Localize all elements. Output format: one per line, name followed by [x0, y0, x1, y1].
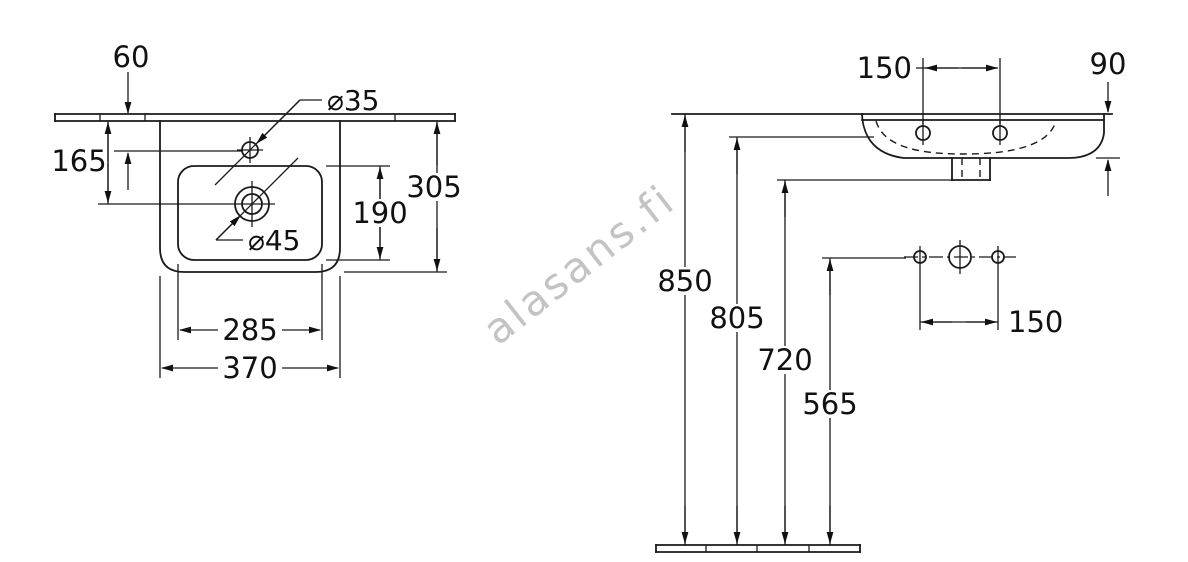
top-view: 60 165 ⌀35 ⌀45: [51, 40, 463, 385]
dim-apron-height: 805: [708, 136, 874, 545]
leader-faucet-diameter: ⌀35: [214, 84, 380, 186]
bowl-outline: [177, 165, 323, 261]
dim-label-720: 720: [757, 343, 812, 377]
dia-label-35: ⌀35: [327, 84, 380, 117]
drain-hole: [229, 181, 275, 227]
dim-label-285: 285: [222, 313, 277, 347]
basin-outline: [159, 120, 341, 273]
dim-label-150-top: 150: [857, 51, 912, 85]
side-view: 150 90 850 805: [655, 47, 1127, 553]
leader-drain-diameter: ⌀45: [215, 157, 301, 257]
dim-label-150-holes: 150: [1008, 305, 1063, 339]
dim-rim-height: 850: [656, 114, 714, 545]
dim-drain-offset: 165: [51, 121, 229, 205]
dim-underside-height: 720: [756, 179, 952, 545]
back-edge-strip: [54, 113, 456, 122]
basin-profile: [861, 113, 1105, 181]
dim-label-565: 565: [802, 387, 857, 421]
dim-overall-depth: 305: [344, 121, 463, 273]
dim-label-190: 190: [352, 196, 407, 230]
floor-strip: [655, 544, 861, 553]
dim-bowl-width: 285: [177, 264, 323, 347]
dim-rim-edge-height: 90: [1090, 47, 1127, 196]
dim-bowl-depth: 190: [326, 165, 409, 261]
dim-faucet-offset: 60: [113, 40, 242, 190]
dim-label-90: 90: [1090, 47, 1127, 81]
dia-label-45: ⌀45: [248, 224, 301, 257]
dim-label-850: 850: [657, 264, 712, 298]
dim-fixing-hole-height: 565: [801, 257, 906, 545]
dim-label-305: 305: [406, 170, 461, 204]
fixing-holes: [904, 240, 1016, 274]
dim-overall-width: 370: [159, 276, 341, 385]
dim-label-805: 805: [709, 301, 764, 335]
dim-label-370: 370: [222, 351, 277, 385]
dim-tap-hole-spacing: 150: [857, 51, 1001, 124]
watermark: alasans.fi: [474, 175, 685, 355]
watermark-text: alasans.fi: [474, 175, 685, 355]
dim-label-60: 60: [113, 40, 150, 74]
dim-fixing-hole-spacing: 150: [919, 268, 1063, 339]
dim-label-165: 165: [51, 144, 106, 178]
